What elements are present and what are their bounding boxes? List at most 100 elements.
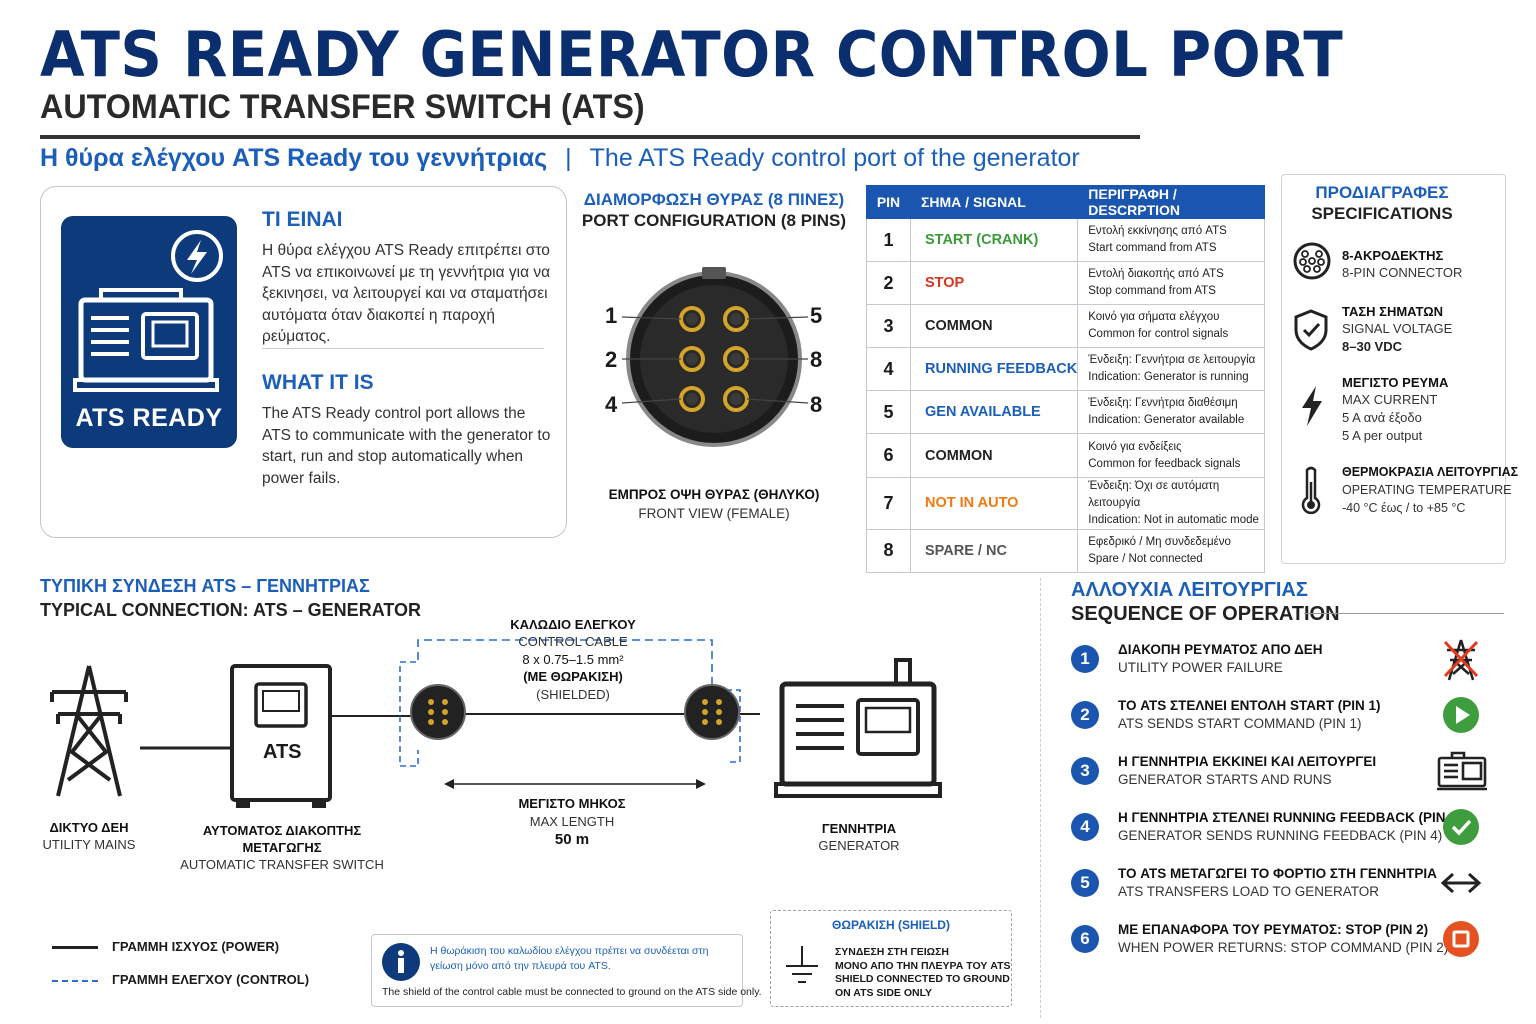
port-pin-label-left-2: 2 bbox=[605, 347, 618, 372]
connection-heading-gr: ΤΥΠΙΚΗ ΣΥΝΔΕΣΗ ATS – ΓΕΝΝΗΤΡΙΑΣ bbox=[40, 576, 370, 596]
max-length-value: 50 m bbox=[554, 831, 590, 848]
info-text-en: The shield of the control cable must be … bbox=[382, 986, 762, 998]
pin-signal: RUNNING FEEDBACK bbox=[909, 347, 1079, 392]
section-divider bbox=[1040, 578, 1041, 1018]
shield-info-box bbox=[371, 934, 743, 1007]
spec-voltage-title: ΤΑΣΗ ΣΗΜΑΤΩΝ bbox=[1342, 304, 1444, 319]
port-pin-label-left-1: 1 bbox=[605, 303, 618, 328]
pin-description-gr: Εντολή εκκίνησης από ATS bbox=[1088, 225, 1227, 238]
pin-description-en: Spare / Not connected bbox=[1088, 552, 1203, 565]
mains-label-en: UTILITY MAINS bbox=[42, 837, 136, 852]
check-icon bbox=[1443, 809, 1479, 845]
description-col-header: ΠΕΡΙΓΡΑΦΗ / DESCRPTION bbox=[1077, 185, 1265, 219]
pin-description-en: Indication: Not in automatic mode bbox=[1088, 513, 1259, 526]
generator-label-gr: ΓΕΝΝΗΤΡΙΑ bbox=[821, 821, 897, 836]
sequence-step-number: 3 bbox=[1071, 757, 1099, 785]
pin-description: Εντολή εκκίνησης από ATS Start command fr… bbox=[1077, 217, 1265, 263]
ats-cabinet-label: ATS bbox=[263, 741, 302, 763]
generator-small-icon bbox=[1437, 751, 1487, 791]
ats-label-en: AUTOMATIC TRANSFER SWITCH bbox=[180, 857, 384, 872]
spec-temp-line-1: OPERATING TEMPERATURE bbox=[1342, 483, 1512, 497]
pin-number: 8 bbox=[866, 528, 911, 573]
sequence-step-number: 4 bbox=[1071, 813, 1099, 841]
sequence-heading-en: SEQUENCE OF OPERATION bbox=[1071, 603, 1340, 625]
port-pin-label-left-3: 4 bbox=[605, 392, 618, 417]
pin-description-gr: Κοινό για ενδείξεις bbox=[1088, 440, 1182, 453]
port-pin-label-right-3: 8 bbox=[810, 392, 823, 417]
spec-current-line-2: 5 A ανά έξοδο bbox=[1342, 410, 1422, 425]
power-tower-icon bbox=[50, 665, 128, 797]
pin-description-en: Indication: Generator available bbox=[1088, 414, 1245, 427]
sequence-step-en: ATS SENDS START COMMAND (PIN 1) bbox=[1118, 716, 1362, 731]
mains-label-gr: ΔΙΚΤΥΟ ΔΕΗ bbox=[49, 820, 129, 835]
what-heading-en: WHAT IT IS bbox=[262, 371, 374, 394]
thermometer-icon bbox=[1301, 466, 1321, 515]
spec-temp-line-2: -40 °C έως / to +85 °C bbox=[1342, 501, 1466, 515]
what-heading-gr: ΤΙ ΕΙΝΑΙ bbox=[262, 208, 343, 231]
ground-icon bbox=[786, 946, 818, 983]
signal-col-header: ΣΗΜΑ / SIGNAL bbox=[909, 185, 1079, 219]
max-length-en: MAX LENGTH bbox=[529, 814, 615, 829]
pin-description-gr: Ένδειξη: Γεννήτρια διαθέσιμη bbox=[1088, 397, 1238, 410]
info-icon bbox=[382, 943, 420, 981]
ats-label-gr-2: ΜΕΤΑΓΩΓΗΣ bbox=[242, 840, 322, 855]
tagline-en: The ATS Ready control port of the genera… bbox=[589, 144, 1080, 172]
connection-diagram bbox=[50, 639, 942, 808]
spec-voltage-line-1: SIGNAL VOLTAGE bbox=[1342, 321, 1453, 336]
generator-icon bbox=[774, 658, 942, 798]
pin-description-en: Stop command from ATS bbox=[1088, 285, 1216, 298]
what-it-is-panel bbox=[40, 186, 567, 538]
ats-ready-badge bbox=[61, 216, 237, 448]
tagline: Η θύρα ελέγχου ATS Ready του γεννήτριας|… bbox=[40, 144, 1080, 173]
sequence-step-gr: Η ΓΕΝΝΗΤΡΙΑ ΣΤΕΛΝΕΙ RUNNING FEEDBACK (PI… bbox=[1118, 810, 1462, 825]
spec-temp-title: ΘΕΡΜΟΚΡΑΣΙΑ ΛΕΙΤΟΥΡΓΙΑΣ bbox=[1342, 465, 1519, 479]
page-subtitle: AUTOMATIC TRANSFER SWITCH (ATS) bbox=[40, 88, 645, 126]
specifications-panel bbox=[1281, 174, 1506, 564]
pin-number: 5 bbox=[866, 390, 911, 435]
sequence-step-gr: ΜΕ ΕΠΑΝΑΦΟΡΑ ΤΟΥ ΡΕΥΜΑΤΟΣ: STOP (PIN 2) bbox=[1118, 922, 1429, 937]
spec-current-title: ΜΕΓΙΣΤΟ ΡΕΥΜΑ bbox=[1342, 375, 1449, 390]
pin-signal: STOP bbox=[909, 261, 1079, 306]
pin-signal: COMMON bbox=[909, 304, 1079, 349]
cable-label-en: CONTROL CABLE bbox=[518, 634, 628, 649]
pin-signal: NOT IN AUTO bbox=[909, 476, 1079, 530]
pin-number: 3 bbox=[866, 304, 911, 349]
shield-ground-box bbox=[770, 910, 1012, 1007]
pin-description-en: Common for control signals bbox=[1088, 328, 1229, 341]
port-pin-label-right-2: 8 bbox=[810, 347, 823, 372]
shield-box-line-2: ΜΟΝΟ ΑΠΟ ΤΗΝ ΠΛΕΥΡΑ ΤΟΥ ATS bbox=[835, 959, 1011, 972]
what-divider bbox=[262, 348, 544, 349]
sequence-step-gr: ΔΙΑΚΟΠΗ ΡΕΥΜΑΤΟΣ ΑΠΟ ΔΕΗ bbox=[1118, 642, 1323, 657]
generator-bolt-icon bbox=[73, 230, 223, 392]
cable-spec: 8 x 0.75–1.5 mm² bbox=[522, 652, 624, 667]
port-front-view-diagram bbox=[621, 267, 809, 447]
ats-label-gr-1: ΑΥΤΟΜΑΤΟΣ ΔΙΑΚΟΠΤΗΣ bbox=[202, 823, 362, 838]
sequence-step-en: GENERATOR SENDS RUNNING FEEDBACK (PIN 4) bbox=[1118, 828, 1443, 843]
pin-signal: COMMON bbox=[909, 433, 1079, 478]
spec-connector-line-1: 8-PIN CONNECTOR bbox=[1342, 265, 1463, 280]
shield-box-title: ΘΩΡΑΚΙΣΗ (SHIELD) bbox=[832, 918, 950, 932]
generator-side-connector bbox=[684, 684, 740, 740]
pin-table-header: PIN ΣΗΜΑ / SIGNAL ΠΕΡΙΓΡΑΦΗ / DESCRPTION bbox=[866, 185, 1265, 219]
sequence-step-en: WHEN POWER RETURNS: STOP COMMAND (PIN 2) bbox=[1118, 940, 1449, 955]
pin-description-en: Start command from ATS bbox=[1088, 242, 1217, 255]
pin-signal: START (CRANK) bbox=[909, 217, 1079, 263]
pin-table: PIN ΣΗΜΑ / SIGNAL ΠΕΡΙΓΡΑΦΗ / DESCRPTION… bbox=[866, 185, 1265, 573]
pin-description-en: Indication: Generator is running bbox=[1088, 371, 1249, 384]
page-title: ATS READY GENERATOR CONTROL PORT bbox=[40, 18, 1344, 91]
power-failure-icon bbox=[1443, 639, 1479, 681]
pin-signal: SPARE / NC bbox=[909, 528, 1079, 573]
header-rule bbox=[40, 135, 1140, 139]
